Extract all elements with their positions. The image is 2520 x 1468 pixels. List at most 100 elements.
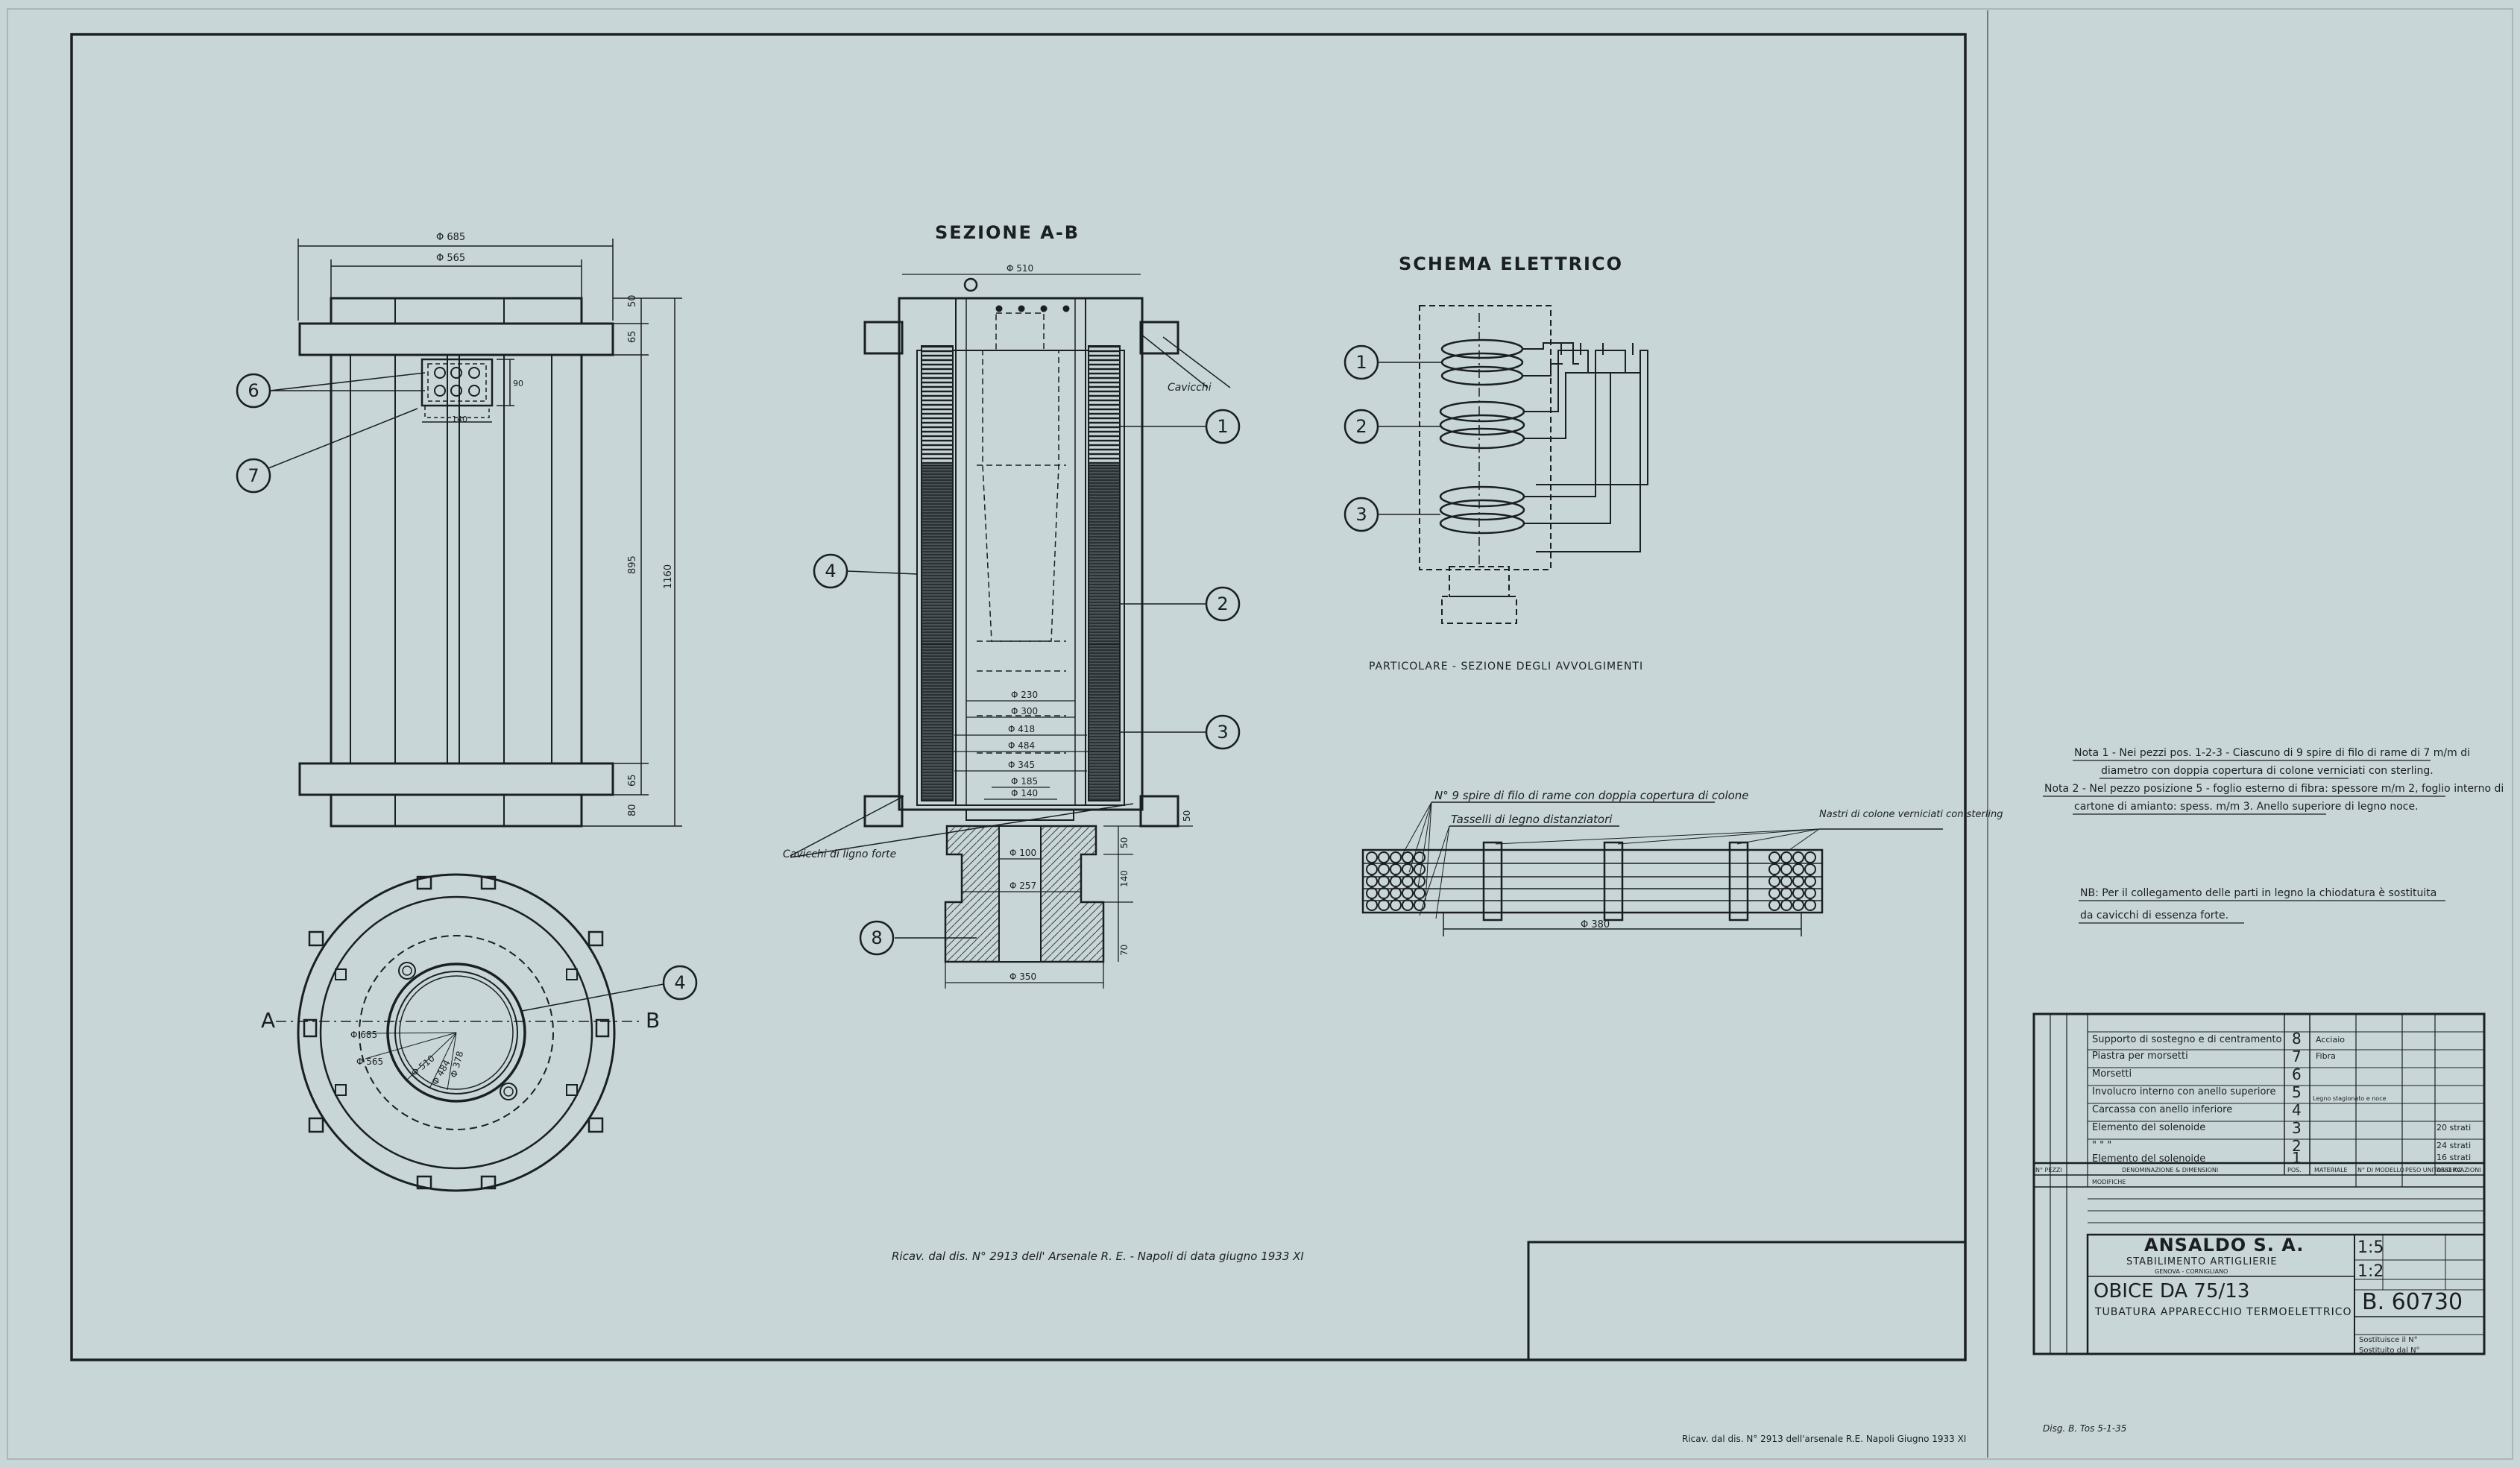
dim-230: Φ 230 [1011, 690, 1038, 700]
drawing-subject: TUBATURA APPARECCHIO TERMOELETTRICO [2094, 1306, 2352, 1318]
callout-7: 7 [236, 408, 418, 494]
dim-bolt-height: 65 [627, 330, 638, 343]
dim-h70: 70 [1119, 945, 1130, 956]
dim-plan-565: Φ 565 [356, 1056, 383, 1067]
drawing-number: B. 60730 [2362, 1289, 2463, 1315]
footer-source-note: Ricav. dal dis. N° 2913 dell'arsenale R.… [1682, 1434, 1966, 1444]
parts-row-3-desc: Elemento del solenoide [2092, 1122, 2205, 1133]
section-ab-dimensions [902, 274, 1193, 989]
schema-callout-1-label: 1 [1355, 352, 1367, 373]
callout-6: 6 [236, 372, 426, 409]
dim-345: Φ 345 [1008, 760, 1035, 770]
dim-terminal-h: 90 [513, 379, 523, 388]
title-block: ANSALDO S. A. STABILIMENTO ARTIGLIERIE G… [2094, 1235, 2463, 1355]
dim-bolt-gap: 50 [627, 294, 638, 307]
section-title: SEZIONE A-B [935, 222, 1080, 243]
schema-callout-2: 2 [1344, 409, 1379, 444]
section-ab-dimension-text: Φ 510 Φ 230 Φ 300 Φ 418 Φ 484 Φ 345 Φ 18… [1007, 263, 1192, 982]
footer-signature: Disg. B. Tos 5-1-35 [2043, 1423, 2126, 1434]
scale-1: 1:5 [2357, 1238, 2384, 1257]
parts-row-7-mat: Fibra [2316, 1051, 2336, 1061]
parts-row-4-pos: 4 [2292, 1101, 2302, 1119]
callout-2-label: 2 [1217, 593, 1228, 614]
parts-row-8-pos: 8 [2292, 1030, 2302, 1048]
nb-line-1: NB: Per il collegamento delle parti in l… [2080, 887, 2436, 899]
dim-350: Φ 350 [1009, 971, 1036, 982]
section-label-a: A [261, 1008, 275, 1033]
header-peso: PESO UNITARIO KG [2405, 1167, 2462, 1174]
object-title: OBICE DA 75/13 [2094, 1280, 2249, 1302]
winding-detail-text: N° 9 spire di filo di rame con doppia co… [1434, 789, 2003, 930]
dim-300: Φ 300 [1011, 706, 1038, 716]
notes-block: Nota 1 - Nei pezzi pos. 1-2-3 - Ciascuno… [2044, 747, 2504, 922]
header-denominazione: DENOMINAZIONE & DIMENSIONI [2122, 1167, 2218, 1174]
callout-4-plan: 4 [521, 965, 698, 1012]
callout-4-plan-label: 4 [674, 972, 685, 993]
header-pezzi: N° PEZZI [2035, 1167, 2062, 1174]
section-callouts [790, 333, 1231, 939]
schema-title: SCHEMA ELETTRICO [1399, 253, 1623, 274]
front-elevation-dimensions [297, 239, 682, 827]
schema-callout-3-label: 3 [1355, 504, 1367, 525]
header-osservazioni: OSSERVAZIONI [2436, 1167, 2481, 1174]
dim-inner-width: Φ 565 [436, 253, 465, 264]
label-nastri: Nastri di colone verniciati con sterling [1819, 809, 2003, 820]
note-1-line-1: Nota 1 - Nei pezzi pos. 1-2-3 - Ciascuno… [2074, 747, 2470, 759]
header-modello: N° DI MODELLO [2357, 1167, 2404, 1174]
dim-484: Φ 484 [1008, 740, 1035, 751]
section-ab-view [863, 277, 1179, 963]
parts-row-4-mat: Legno stagionato e noce [2313, 1095, 2387, 1102]
parts-row-7-pos: 7 [2292, 1048, 2302, 1065]
parts-table-header: N° PEZZI DENOMINAZIONE & DIMENSIONI POS.… [2035, 1167, 2481, 1185]
parts-row-5-pos: 5 [2292, 1083, 2302, 1101]
schema-callout-3: 3 [1344, 497, 1379, 532]
callout-4-section: 4 [813, 553, 848, 589]
dim-height-1160: 1160 [663, 564, 674, 589]
parts-table-rows: Supporto di sostegno e di centramento 8 … [2092, 1030, 2471, 1167]
callout-7-label: 7 [248, 465, 259, 486]
company-name: ANSALDO S. A. [2144, 1235, 2304, 1256]
source-note: Ricav. dal dis. N° 2913 dell' Arsenale R… [892, 1250, 1304, 1263]
dim-h140: 140 [1119, 870, 1130, 887]
dim-257: Φ 257 [1009, 881, 1036, 891]
scale-2: 1:2 [2357, 1262, 2384, 1281]
parts-row-3-pos: 3 [2292, 1119, 2302, 1137]
dim-185: Φ 185 [1011, 776, 1038, 787]
label-spire-note: N° 9 spire di filo di rame con doppia co… [1434, 789, 1749, 802]
parts-row-1-desc: Elemento del solenoide [2092, 1153, 2205, 1165]
schema-elettrico-diagram [1358, 305, 1648, 624]
dim-terminal-w: 140 [452, 415, 467, 424]
front-elevation-view [298, 297, 614, 828]
callout-2-section: 2 [1205, 586, 1241, 622]
dim-h50b: 50 [1119, 837, 1130, 848]
note-2-line-1: Nota 2 - Nel pezzo posizione 5 - foglio … [2044, 783, 2504, 795]
dim-100: Φ 100 [1009, 848, 1036, 858]
dim-plan-685: Φ 685 [350, 1030, 377, 1040]
callout-8-label: 8 [871, 927, 882, 948]
header-materiale: MATERIALE [2314, 1167, 2348, 1174]
callout-8-section: 8 [859, 920, 895, 956]
sheet-frame [7, 8, 2513, 1460]
parts-row-2-pos: 2 [2292, 1137, 2302, 1155]
dim-plan-510: Φ 510 [409, 1053, 437, 1078]
dim-outer-width: Φ 685 [436, 232, 465, 243]
header-pos: POS. [2287, 1167, 2302, 1174]
replaced-by-label: Sostituito dal N° [2359, 1346, 2420, 1355]
winding-coils-right [1768, 851, 1816, 911]
winding-detail [1361, 801, 1943, 936]
dim-bottom-80: 80 [627, 804, 638, 816]
dim-height-895: 895 [627, 555, 638, 574]
callout-3-label: 3 [1217, 722, 1228, 743]
schema-callout-2-label: 2 [1355, 416, 1367, 437]
note-2-line-2: cartone di amianto: spess. m/m 3. Anello… [2074, 801, 2419, 813]
company-city: GENOVA - CORNIGLIANO [2155, 1268, 2228, 1275]
parts-row-2-note: 24 strati [2436, 1141, 2471, 1150]
parts-row-6-desc: Morsetti [2092, 1068, 2132, 1080]
dim-section-top: Φ 510 [1007, 263, 1033, 274]
nb-line-2: da cavicchi di essenza forte. [2080, 910, 2228, 922]
notes-underlines [2043, 760, 2445, 924]
callout-6-label: 6 [248, 380, 259, 401]
note-1-line-2: diametro con doppia copertura di colone … [2101, 765, 2434, 777]
dim-detail-380: Φ 380 [1581, 919, 1610, 930]
